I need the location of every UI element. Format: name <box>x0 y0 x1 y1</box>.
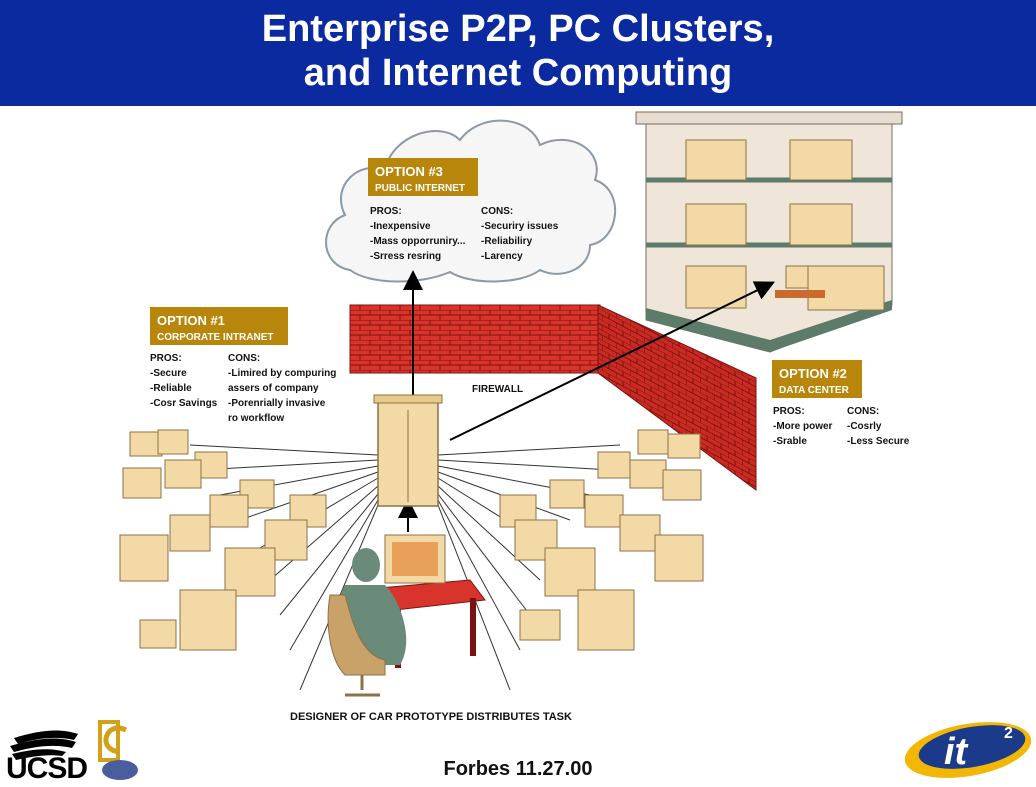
option2-pro-2: -Srable <box>773 436 807 447</box>
option1-header: OPTION #1 <box>157 313 225 328</box>
option2-pro-1: -More power <box>773 421 833 432</box>
it2-logo-text: it <box>944 731 969 773</box>
pc-cluster-left <box>119 429 327 651</box>
it2-logo: it 2 <box>904 722 1032 778</box>
option1-panel: OPTION #1 CORPORATE INTRANET PROS: -Secu… <box>150 307 336 424</box>
uci-anteater-logo <box>98 720 138 780</box>
option2-pros-label: PROS: <box>773 406 805 417</box>
option3-pro-3: -Srress resring <box>370 251 441 262</box>
central-server <box>373 394 443 507</box>
option2-subheader: DATA CENTER <box>779 385 850 396</box>
data-center-building <box>635 111 903 353</box>
option1-pro-3: -Cosr Savings <box>150 398 218 409</box>
firewall-wall <box>349 304 757 491</box>
option1-cons-label: CONS: <box>228 353 260 364</box>
option2-con-2: -Less Secure <box>847 436 910 447</box>
option1-subheader: CORPORATE INTRANET <box>157 332 273 343</box>
option1-con-3: -Porenrially invasive <box>228 398 326 409</box>
title-line-1: Enterprise P2P, PC Clusters, <box>261 8 775 50</box>
option3-panel: OPTION #3 PUBLIC INTERNET PROS: -Inexpen… <box>368 158 559 262</box>
option3-pros-label: PROS: <box>370 206 402 217</box>
option3-cons-label: CONS: <box>481 206 513 217</box>
source-citation: Forbes 11.27.00 <box>443 758 593 780</box>
option3-con-1: -Securiry issues <box>481 221 559 232</box>
option3-pro-2: -Mass opporruniry... <box>370 236 466 247</box>
title-line-2: and Internet Computing <box>303 52 733 94</box>
connection-arrows <box>398 270 775 532</box>
option3-pro-1: -Inexpensive <box>370 221 431 232</box>
option2-panel: OPTION #2 DATA CENTER PROS: -More power … <box>772 360 910 447</box>
page-title: Enterprise P2P, PC Clusters, and Interne… <box>0 0 1036 106</box>
diagram-caption: DESIGNER OF CAR PROTOTYPE DISTRIBUTES TA… <box>290 711 572 723</box>
option1-con-1: -Limired by compuring <box>228 368 336 379</box>
option3-con-3: -Larency <box>481 251 523 262</box>
pc-cluster-right <box>499 429 704 651</box>
ucsd-logo-text: UCSD <box>6 752 88 785</box>
firewall-label: FIREWALL <box>472 384 523 395</box>
option1-pros-label: PROS: <box>150 353 182 364</box>
option1-con-4: ro workflow <box>228 413 284 424</box>
option2-cons-label: CONS: <box>847 406 879 417</box>
designer-workstation <box>327 534 486 697</box>
option2-con-1: -Cosrly <box>847 421 882 432</box>
option3-header: OPTION #3 <box>375 164 443 179</box>
option1-pro-2: -Reliable <box>150 383 192 394</box>
option3-subheader: PUBLIC INTERNET <box>375 183 465 194</box>
it2-logo-superscript: 2 <box>1004 725 1013 742</box>
ucsd-logo <box>10 730 78 760</box>
option1-pro-1: -Secure <box>150 368 187 379</box>
option1-con-2: assers of company <box>228 383 319 394</box>
option2-header: OPTION #2 <box>779 366 847 381</box>
option3-con-2: -Reliabiliry <box>481 236 533 247</box>
